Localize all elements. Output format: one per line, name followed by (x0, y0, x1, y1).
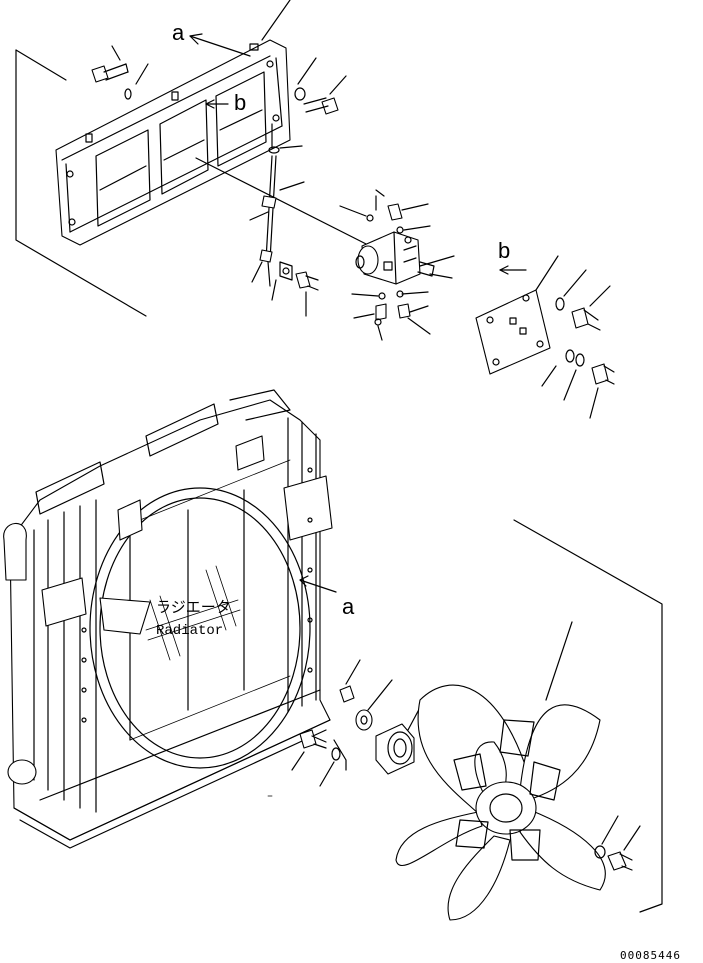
view-label-a-top: a (172, 20, 185, 45)
view-label-a-mid: a (342, 594, 355, 619)
view-label-b-right: b (498, 238, 510, 263)
view-label-b-top: b (234, 90, 246, 115)
radiator-assembly: ラジエータ Radiator a (3, 389, 355, 849)
document-number: 00085446 (620, 949, 681, 962)
radiator-label-jp: ラジエータ (156, 598, 231, 616)
sensor-assembly (339, 189, 455, 341)
shroud-frame-group: a b (15, 0, 379, 317)
fan-blade-assembly (395, 621, 641, 921)
radiator-label-en: Radiator (156, 623, 223, 639)
fan-hub-parts (267, 659, 425, 797)
bolt-right-top (294, 57, 347, 115)
fan-frame-lines (513, 519, 663, 913)
side-plate-group: b (475, 238, 615, 419)
bolt-left-top (91, 45, 149, 100)
hose (249, 123, 305, 287)
